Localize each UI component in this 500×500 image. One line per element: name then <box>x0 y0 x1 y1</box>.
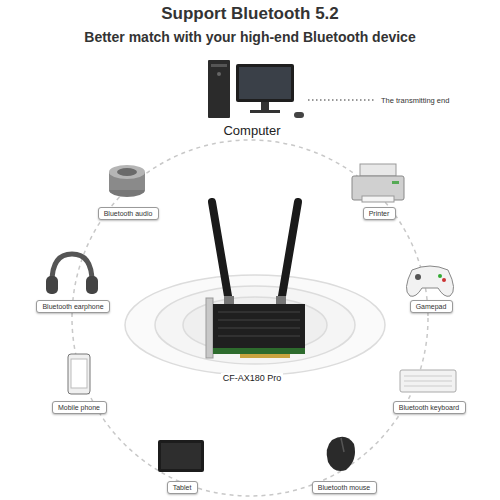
leader-line <box>308 99 376 100</box>
device-name: Bluetooth audio <box>104 210 153 217</box>
gamepad-icon <box>406 266 453 296</box>
device-label-box: Gamepad <box>410 300 453 313</box>
wifi-card <box>206 202 305 358</box>
tablet-icon <box>158 440 204 472</box>
device-name: Printer <box>369 210 390 217</box>
device-label-box: Mobile phone <box>52 401 107 414</box>
device-name: Mobile phone <box>58 404 100 411</box>
device-label-box: Bluetooth mouse <box>312 481 377 494</box>
keyboard-icon <box>400 370 456 392</box>
product-name: CF-AX180 Pro <box>221 373 284 383</box>
device-label-box: Bluetooth keyboard <box>393 401 466 414</box>
device-name: Bluetooth earphone <box>42 303 103 310</box>
device-label-box: Bluetooth audio <box>98 207 159 220</box>
device-name: Bluetooth keyboard <box>399 404 459 411</box>
signal-ripples <box>125 275 385 375</box>
device-name: Gamepad <box>416 303 447 310</box>
subtitle: Better match with your high-end Bluetoot… <box>84 29 415 45</box>
device-label: Computer <box>223 123 280 138</box>
mouse-icon <box>327 437 355 471</box>
headphones-icon <box>46 254 98 294</box>
device-name: Bluetooth mouse <box>318 484 371 491</box>
speaker-icon <box>109 165 145 197</box>
annotation: The transmitting end <box>381 96 449 105</box>
device-label-box: Bluetooth earphone <box>36 300 110 313</box>
printer-icon <box>352 164 404 202</box>
device-label-box: Tablet <box>167 481 198 494</box>
device-name: Tablet <box>173 484 192 491</box>
title: Support Bluetooth 5.2 <box>161 4 339 24</box>
computer-icon <box>208 60 304 118</box>
phone-icon <box>68 354 90 394</box>
device-label-box: Printer <box>363 207 396 220</box>
orbit-circle <box>72 140 428 496</box>
